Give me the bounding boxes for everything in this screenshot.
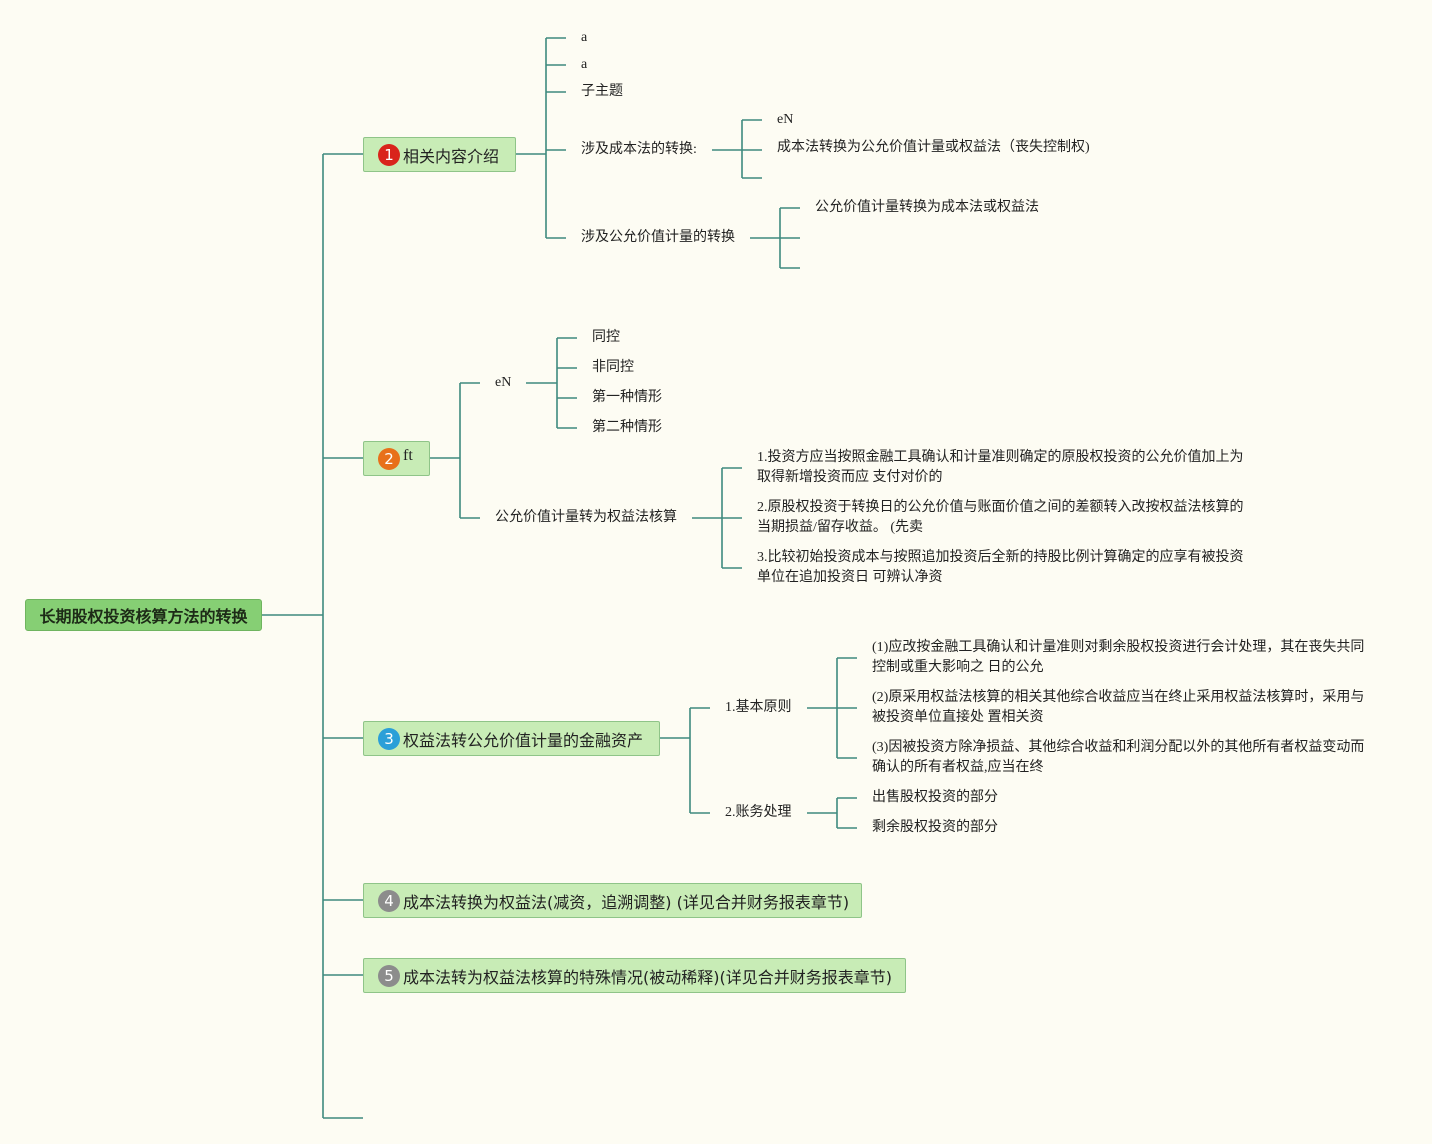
priority-5-icon: 5 [378,964,400,987]
branch-title: 相关内容介绍 [403,146,500,166]
subtopic-cost-method-conversion[interactable]: 涉及成本法的转换: [581,142,697,157]
branch-topic-3[interactable]: 3 权益法转公允价值计量的金融资产 [363,721,660,756]
leaf-principle-1[interactable]: (1)应改按金融工具确认和计量准则对剩余股权投资进行会计处理，其在丧失共同控制或… [872,640,1365,675]
leaf-principle-3[interactable]: (3)因被投资方除净损益、其他综合收益和利润分配以外的其他所有者权益变动而确认的… [872,740,1365,775]
branch-topic-1[interactable]: 1 相关内容介绍 [363,137,516,172]
subtopic-fair-value-conversion[interactable]: 涉及公允价值计量的转换 [581,230,735,245]
branch-title: 成本法转为权益法核算的特殊情况(被动稀释)(详见合并财务报表章节) [403,967,892,987]
leaf-rule-1[interactable]: 1.投资方应当按照金融工具确认和计量准则确定的原股权投资的公允价值加上为取得新增… [757,450,1244,485]
subtopic-a-1[interactable]: a [581,30,588,45]
leaf-case-one[interactable]: 第一种情形 [592,390,662,405]
priority-2-icon: 2 [378,447,400,470]
branch-topic-4[interactable]: 4 成本法转换为权益法(减资，追溯调整) (详见合并财务报表章节) [363,883,862,918]
leaf-rule-2[interactable]: 2.原股权投资于转换日的公允价值与账面价值之间的差额转入改按权益法核算的当期损益… [757,500,1244,535]
branch-title: 权益法转公允价值计量的金融资产 [403,730,644,750]
branch-topic-2[interactable]: 2 ft [363,441,430,476]
subtopic-fair-value-to-equity[interactable]: 公允价值计量转为权益法核算 [495,510,677,525]
subtopic-a-2[interactable]: a [581,57,588,72]
leaf-non-same-control[interactable]: 非同控 [592,360,634,375]
priority-3-icon: 3 [378,727,400,750]
branch-title: ft [403,447,413,464]
subtopic-basic-principle[interactable]: 1.基本原则 [725,700,792,715]
leaf-same-control[interactable]: 同控 [592,330,620,345]
leaf-remaining-part[interactable]: 剩余股权投资的部分 [872,820,998,835]
subtopic-accounting[interactable]: 2.账务处理 [725,805,792,820]
leaf-principle-2[interactable]: (2)原采用权益法核算的相关其他综合收益应当在终止采用权益法核算时，采用与被投资… [872,690,1365,725]
branch-title: 成本法转换为权益法(减资，追溯调整) (详见合并财务报表章节) [403,892,850,912]
subtopic-placeholder[interactable]: 子主题 [581,84,623,99]
leaf-rule-3[interactable]: 3.比较初始投资成本与按照追加投资后全新的持股比例计算确定的应享有被投资单位在追… [757,550,1244,585]
leaf-cost-to-fair-value[interactable]: 成本法转换为公允价值计量或权益法（丧失控制权) [777,140,1090,155]
priority-4-icon: 4 [378,889,400,912]
subtopic-en[interactable]: eN [495,375,512,390]
priority-1-icon: 1 [378,143,400,166]
leaf-en[interactable]: eN [777,112,794,127]
leaf-sold-part[interactable]: 出售股权投资的部分 [872,790,998,805]
branch-topic-5[interactable]: 5 成本法转为权益法核算的特殊情况(被动稀释)(详见合并财务报表章节) [363,958,906,993]
leaf-case-two[interactable]: 第二种情形 [592,420,662,435]
leaf-fair-value-to-cost[interactable]: 公允价值计量转换为成本法或权益法 [815,200,1039,215]
central-topic[interactable]: 长期股权投资核算方法的转换 [25,599,262,631]
